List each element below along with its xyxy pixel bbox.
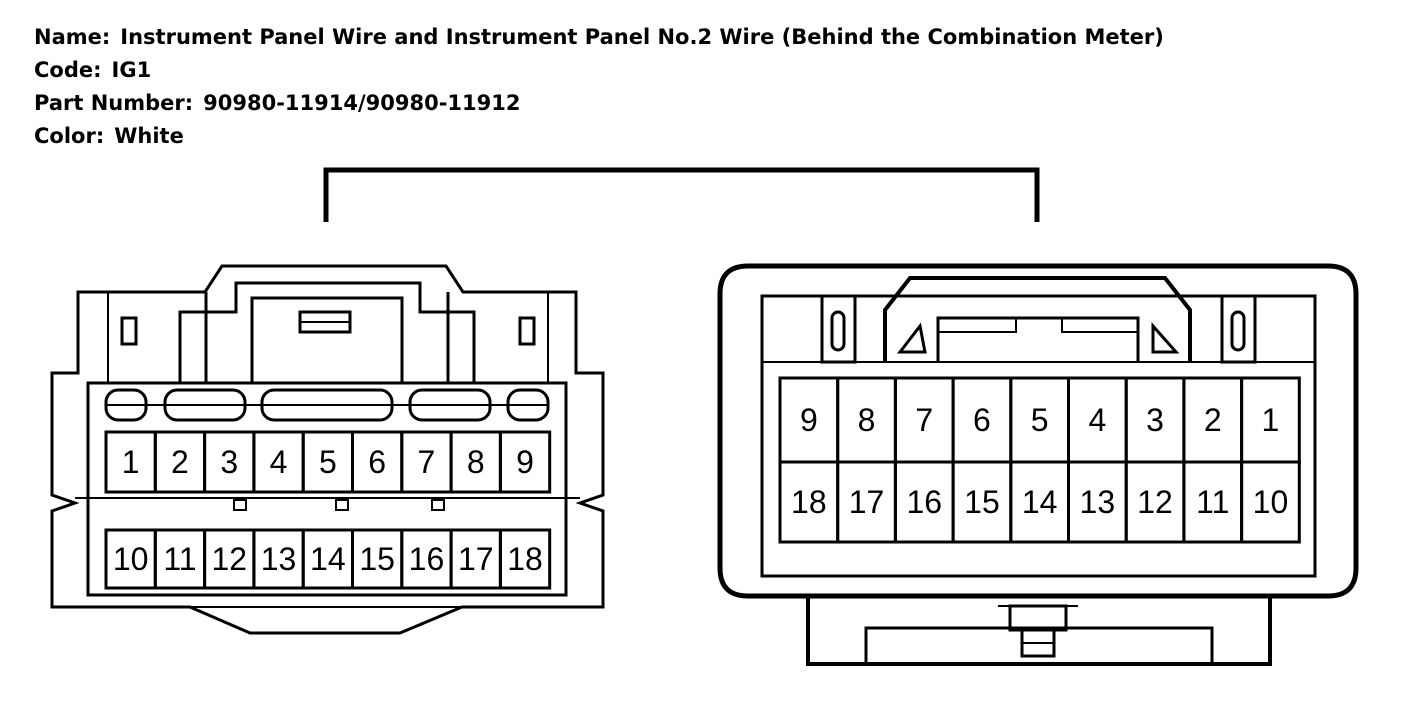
left-bottom-pin-label: 15 [359, 541, 395, 577]
right-top-pin-label: 2 [1204, 402, 1222, 438]
right-bottom-pin-label: 17 [849, 484, 885, 520]
left-bottom-pin-label: 12 [211, 541, 247, 577]
color-value: White [114, 124, 184, 148]
left-latch-inner [204, 281, 450, 383]
right-slot-r [1230, 310, 1246, 352]
code-value: IG1 [111, 58, 152, 82]
left-inner-frame [86, 381, 568, 597]
right-inner-frame [760, 294, 1317, 578]
left-top-pin-label: 9 [516, 444, 534, 480]
right-bottom-pin-label: 10 [1253, 484, 1289, 520]
part-number-line: Part Number: 90980-11914/90980-11912 [34, 88, 1164, 121]
right-bottom-pin-row: 18 17 16 15 14 13 12 11 10 [778, 460, 1301, 544]
left-latch-window [250, 296, 404, 383]
left-guide-post-r [518, 316, 536, 346]
right-bottom-pin-label: 14 [1022, 484, 1058, 520]
right-bottom-pin-label: 13 [1080, 484, 1116, 520]
right-lock-bar-l [937, 317, 1017, 333]
left-connector [50, 264, 605, 635]
right-bottom-pin-label: 12 [1137, 484, 1173, 520]
left-top-pin-cell [498, 430, 552, 494]
right-lock-bar [1061, 317, 1139, 333]
left-guide-post-l [120, 316, 138, 346]
part-number-value: 90980-11914/90980-11912 [203, 91, 521, 115]
name-line: Name: Instrument Panel Wire and Instrumen… [34, 22, 1164, 55]
right-top-pin-label: 9 [800, 402, 818, 438]
right-connector-body [717, 263, 1359, 599]
name-label: Name: [34, 25, 111, 49]
left-top-pin-label: 5 [319, 444, 337, 480]
right-top-pin-label: 7 [915, 402, 933, 438]
right-top-pin-label: 5 [1031, 402, 1049, 438]
connector-info: Name: Instrument Panel Wire and Instrumen… [34, 22, 1164, 154]
right-bottom-pin-label: 16 [906, 484, 942, 520]
left-peg-3 [431, 499, 445, 511]
left-top-pin-label: 8 [467, 444, 485, 480]
left-latch-frame [178, 292, 208, 383]
right-bottom-pin-cell [1240, 460, 1301, 544]
view-link-bracket [323, 167, 1040, 222]
left-bottom-pin-label: 16 [409, 541, 445, 577]
left-bottom-pin-label: 17 [458, 541, 494, 577]
right-lock-outline [883, 276, 1192, 362]
right-top-pin-label: 8 [858, 402, 876, 438]
right-top-pin-label: 4 [1088, 402, 1106, 438]
left-peg-2 [335, 499, 349, 511]
right-top-pin-row: 9 8 7 6 5 4 3 2 1 [778, 376, 1301, 464]
left-bottom-pin-label: 10 [113, 541, 149, 577]
part-number-label: Part Number: [34, 91, 194, 115]
left-bottom-pin-label: 11 [163, 541, 196, 577]
right-guide-l [820, 296, 857, 364]
right-lock-tri-l [896, 322, 927, 354]
left-bottom-pin-cell [498, 528, 552, 590]
left-bottom-pin-label: 18 [507, 541, 543, 577]
code-label: Code: [34, 58, 102, 82]
right-bottom-pin-label: 18 [791, 484, 827, 520]
left-connector-body [50, 264, 605, 635]
left-top-pin-label: 7 [418, 444, 436, 480]
right-connector [717, 263, 1359, 666]
right-slot-l [830, 310, 846, 352]
color-label: Color: [34, 124, 105, 148]
right-release-tab [1008, 604, 1068, 632]
right-bottom-skirt [806, 596, 1272, 666]
left-top-pin-label: 2 [171, 444, 189, 480]
left-bottom-pin-label: 13 [261, 541, 297, 577]
right-bottom-pin-label: 15 [964, 484, 1000, 520]
left-top-pin-label: 1 [122, 444, 140, 480]
left-bottom-pin-label: 14 [310, 541, 346, 577]
left-latch-frame-r [446, 292, 476, 383]
right-top-pin-label: 6 [973, 402, 991, 438]
left-top-pin-label: 3 [220, 444, 238, 480]
left-top-pin-label: 6 [368, 444, 386, 480]
code-line: Code: IG1 [34, 55, 1164, 88]
right-lock-tri-r [1151, 322, 1180, 354]
right-bottom-pin-label: 11 [1196, 484, 1229, 520]
right-lock-inner [936, 316, 1140, 362]
right-guide-r [1220, 296, 1257, 364]
left-peg-1 [233, 499, 247, 511]
name-value: Instrument Panel Wire and Instrument Pan… [120, 25, 1164, 49]
left-bottom-pin-row: 10 11 12 13 14 15 16 17 18 [104, 528, 552, 590]
right-bottom-inner [864, 626, 1214, 664]
right-top-pin-label: 1 [1262, 402, 1280, 438]
left-top-pin-label: 4 [270, 444, 288, 480]
color-line: Color: White [34, 121, 1164, 154]
right-top-pin-label: 3 [1146, 402, 1164, 438]
